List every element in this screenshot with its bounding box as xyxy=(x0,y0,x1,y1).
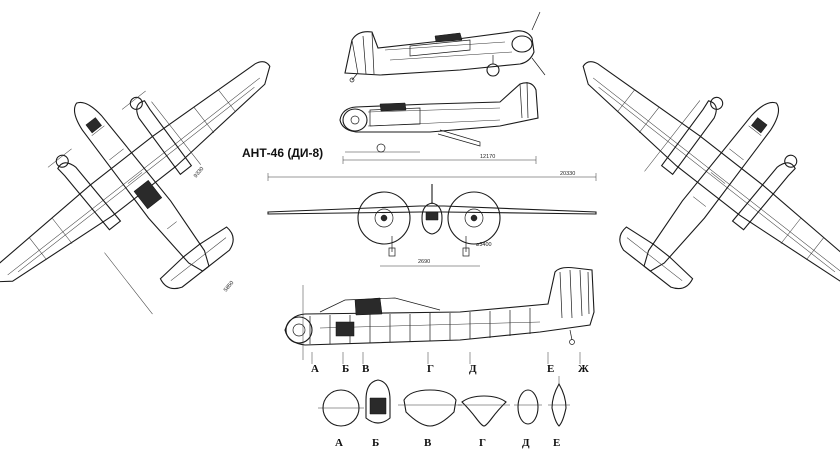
dim-prop-diameter: ø3400 xyxy=(476,242,492,248)
section-labels: А Б В Г Д Е xyxy=(335,437,560,449)
section-label-b: Б xyxy=(372,437,379,449)
section-label-g: Г xyxy=(479,437,486,449)
drawing-title: АНТ-46 (ДИ-8) xyxy=(242,146,323,160)
dim-plan-left-a: 9330 xyxy=(193,166,205,179)
section-label-e: Е xyxy=(553,437,560,449)
station-label-e: Е xyxy=(547,363,554,375)
side-view-middle: 12170 xyxy=(339,81,539,164)
section-label-d: Д xyxy=(522,437,530,449)
side-view-top xyxy=(344,11,546,83)
front-view: 20330 2690 ø3400 xyxy=(267,171,597,267)
dim-span: 20330 xyxy=(560,171,575,177)
station-label-zh: Ж xyxy=(578,363,589,375)
dim-track: 2690 xyxy=(418,259,430,265)
dim-plan-left-b: 5850 xyxy=(223,280,235,293)
station-labels: А Б В Г Д Е Ж xyxy=(311,363,589,375)
plan-view-right xyxy=(582,61,840,290)
station-label-v: В xyxy=(362,363,370,375)
section-label-a: А xyxy=(335,437,343,449)
station-label-b: Б xyxy=(342,363,349,375)
cutaway-side-view xyxy=(284,266,595,364)
station-label-d: Д xyxy=(469,363,477,375)
section-label-v: В xyxy=(424,437,432,449)
plan-view-left: 9330 5850 xyxy=(0,61,271,315)
cross-sections xyxy=(318,376,570,427)
station-label-g: Г xyxy=(427,363,434,375)
dim-length: 12170 xyxy=(480,154,495,160)
station-label-a: А xyxy=(311,363,319,375)
